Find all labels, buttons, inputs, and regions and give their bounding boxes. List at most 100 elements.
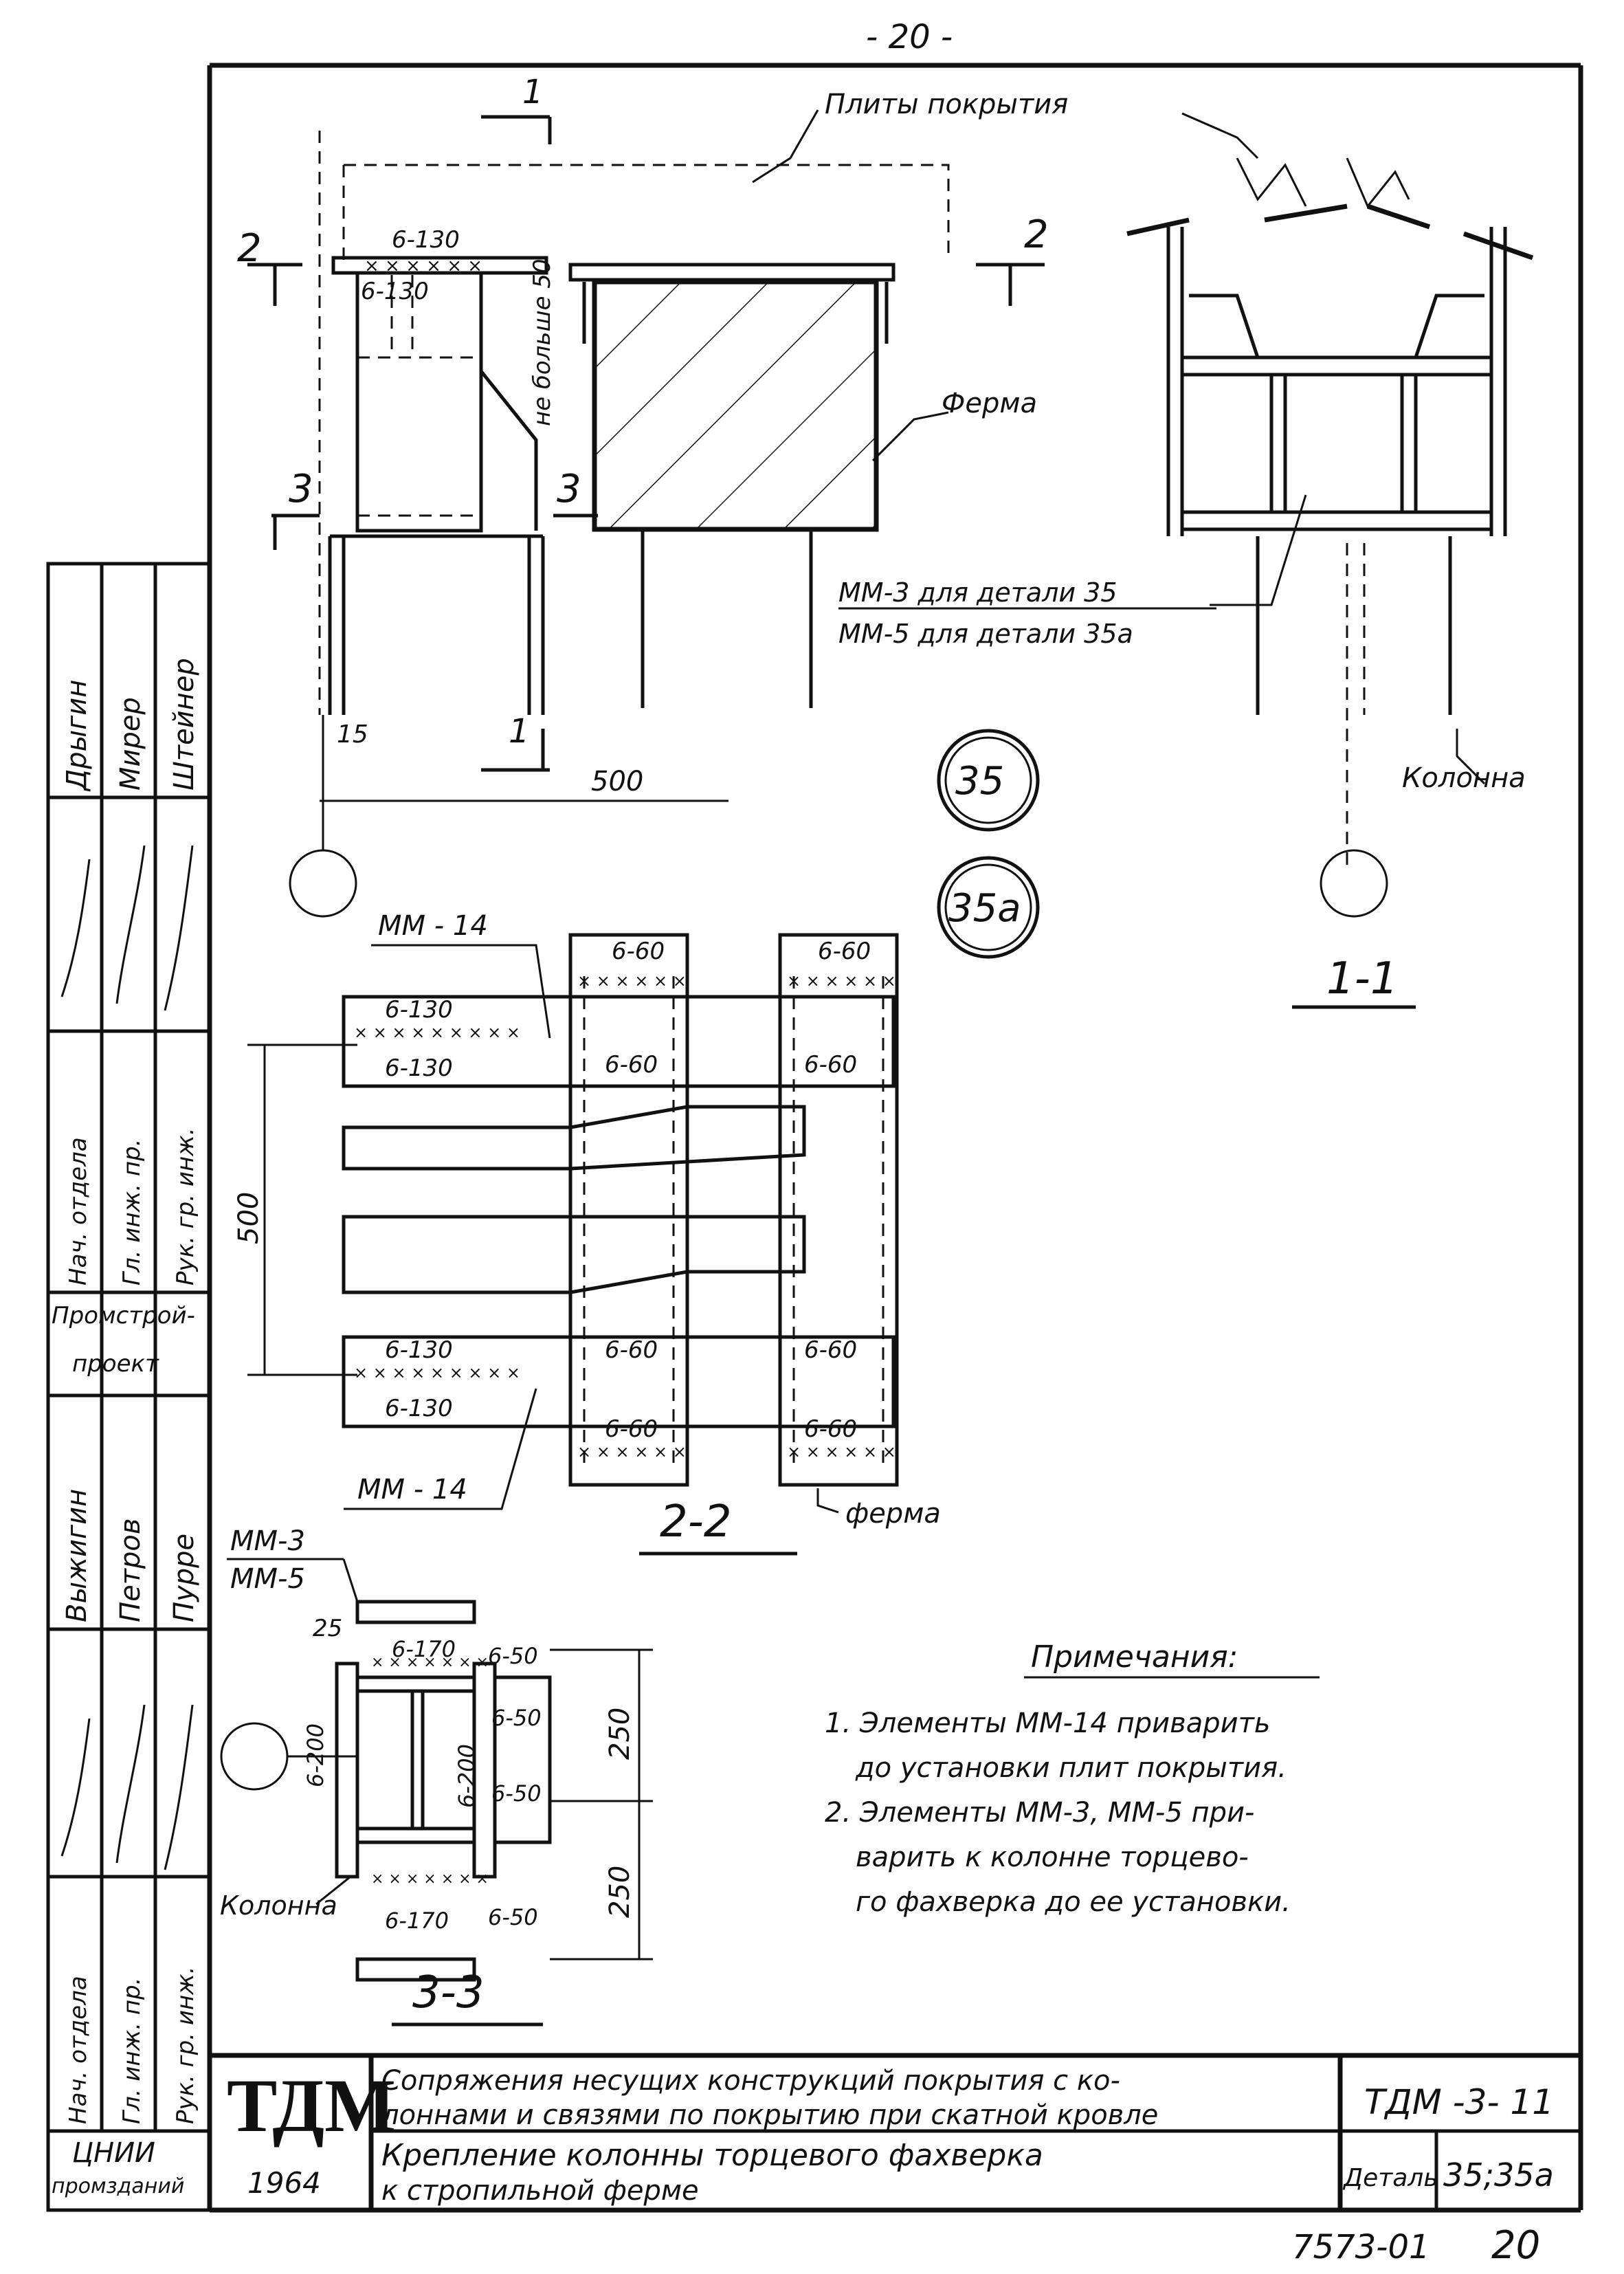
title1-line1: Сопряжения несущих конструкций покрытия … <box>381 2065 1120 2097</box>
sheet-number: 20 <box>1491 2223 1540 2268</box>
sheet-code: 7573-01 <box>1292 2228 1430 2266</box>
roof-slab-leader <box>752 109 819 184</box>
stamp-org-1: Промстрой- <box>52 1302 195 1329</box>
stamp-role-6: Рук. гр. инж. <box>172 1966 199 2124</box>
label-mm14-top: ММ - 14 <box>378 910 488 942</box>
weld-elev-1: 6-130 <box>392 226 460 254</box>
dim-250-a: 250 <box>604 1708 636 1760</box>
label-mm3-35: ММ-3 для детали 35 <box>838 577 1117 608</box>
weld-33-6: 6-50 <box>491 1780 542 1807</box>
dim-25: 25 <box>313 1615 342 1642</box>
stamp-name-4: Выжигин <box>61 1489 93 1622</box>
section-2-2: ММ - 14 6-60 6-60 6-130 6-130 6-60 6-60 … <box>233 910 941 1556</box>
weld-33-8: 6-50 <box>488 1904 538 1930</box>
title2-line2: к стропильной ферме <box>381 2175 699 2207</box>
notes-title: Примечания: <box>1031 1640 1238 1675</box>
weld-x-22d: × × × × × × × × × <box>354 1363 520 1382</box>
title-logo: ТДМ <box>227 2064 396 2148</box>
stamp-name-2: Мирер <box>115 697 146 791</box>
stamp-org-left: ЦНИИ <box>72 2137 155 2169</box>
weld-x-22a: × × × × × × <box>577 971 687 991</box>
weld-22-5: 6-60 <box>605 1051 658 1079</box>
stamp-org-2: проект <box>72 1350 159 1378</box>
label-mm14-bottom: ММ - 14 <box>357 1474 467 1505</box>
stamp-role-5: Гл. инж. пр. <box>118 1978 146 2124</box>
label-mm5-35a: ММ-5 для детали 35а <box>838 619 1133 649</box>
cut-2-right: 2 <box>1024 212 1049 257</box>
note-line-5: го фахверка до ее установки. <box>856 1886 1291 1918</box>
weld-22-11: 6-60 <box>605 1415 658 1443</box>
label-truss: Ферма <box>942 388 1037 419</box>
weld-22-8: 6-130 <box>385 1395 453 1422</box>
weld-22-1: 6-60 <box>612 938 665 965</box>
stamp-role-1: Нач. отдела <box>65 1137 92 1285</box>
weld-22-10: 6-60 <box>804 1336 857 1364</box>
signatures-bottom <box>60 1704 194 1870</box>
signatures-top <box>60 845 194 1011</box>
weld-x-33b: × × × × × × × <box>371 1870 489 1888</box>
note-line-3: 2. Элементы ММ-3, ММ-5 при- <box>825 1797 1254 1829</box>
title-block: ТДМ 1964 Сопряжения несущих конструкций … <box>210 2053 1581 2210</box>
cut-3-right: 3 <box>557 467 581 511</box>
title1-line2: лоннами и связями по покрытию при скатно… <box>381 2099 1158 2131</box>
cut-1-top: 1 <box>522 73 544 111</box>
cut-3-left: 3 <box>289 467 313 511</box>
detail-35a: 35а <box>948 886 1021 931</box>
weld-22-6: 6-60 <box>804 1051 857 1079</box>
weld-22-2: 6-60 <box>818 938 871 965</box>
weld-x-33a: × × × × × × × <box>371 1654 489 1671</box>
label-column-33: Колонна <box>220 1890 337 1921</box>
weld-22-3: 6-130 <box>385 996 453 1024</box>
section-3-3: ММ-3 ММ-5 25 6-170 6-50 6-200 6-200 6-50… <box>220 1525 653 2027</box>
title-detail-value: 35;35а <box>1443 2156 1554 2194</box>
label-no-more: не больше 50 <box>529 258 556 426</box>
weld-x-22e: × × × × × × <box>577 1442 687 1461</box>
weld-22-9: 6-60 <box>605 1336 658 1364</box>
stamp-role-2: Гл. инж. пр. <box>118 1139 146 1285</box>
stamp-name-6: Пурре <box>168 1534 200 1622</box>
label-truss-bottom: ферма <box>845 1498 941 1530</box>
dim-500-h: 500 <box>591 766 643 797</box>
stamp-name-5: Петров <box>115 1519 146 1622</box>
stamp-name-1: Дрыгин <box>61 680 93 792</box>
dim-250-b: 250 <box>604 1866 636 1918</box>
section-1-1-label: 1-1 <box>1326 953 1399 1004</box>
stamp-role-4: Нач. отдела <box>65 1976 92 2124</box>
cut-1-bottom: 1 <box>509 712 530 751</box>
label-roof-slabs: Плиты покрытия <box>825 89 1068 120</box>
title-detail-label: Деталь <box>1342 2164 1438 2192</box>
label-column: Колонна <box>1402 762 1526 794</box>
page-number-top: - 20 - <box>866 18 953 56</box>
weld-33-4: 6-200 <box>454 1744 480 1808</box>
weld-22-12: 6-60 <box>804 1415 857 1443</box>
truss-block <box>592 279 879 532</box>
dim-15: 15 <box>337 720 368 749</box>
title-code: ТДМ -3- 11 <box>1364 2082 1554 2122</box>
note-line-4: варить к колонне торцево- <box>856 1842 1249 1873</box>
note-line-2: до установки плит покрытия. <box>855 1752 1287 1784</box>
weld-33-5: 6-50 <box>491 1705 542 1731</box>
section-2-2-label: 2-2 <box>660 1497 732 1547</box>
detail-markers: 35 35а <box>937 729 1040 959</box>
weld-22-4: 6-130 <box>385 1055 453 1082</box>
weld-22-7: 6-130 <box>385 1336 453 1364</box>
roof-slab-leader-2 <box>1181 112 1259 159</box>
label-mm3: ММ-3 <box>230 1525 305 1557</box>
side-stamp: Дрыгин Мирер Штейнер Нач. отдела Гл. инж… <box>46 562 212 2212</box>
stamp-org-left-2: промзданий <box>52 2174 184 2198</box>
weld-x-22c: × × × × × × × × × <box>354 1023 520 1042</box>
elevation-view: 1 2 2 6-130 6-130 × × × × × × не больше … <box>237 73 1049 918</box>
weld-elev-2: 6-130 <box>361 278 429 305</box>
weld-x-row: × × × × × × <box>364 256 482 276</box>
note-line-1: 1. Элементы ММ-14 приварить <box>825 1708 1270 1739</box>
weld-33-1: 6-170 <box>392 1636 456 1662</box>
label-mm5: ММ-5 <box>230 1563 305 1595</box>
section-1-1: ММ-3 для детали 35 ММ-5 для детали 35а К… <box>838 157 1534 1009</box>
stamp-name-3: Штейнер <box>168 658 200 791</box>
title-year: 1964 <box>247 2166 321 2200</box>
weld-x-22b: × × × × × × <box>787 971 896 991</box>
dim-500-v: 500 <box>233 1192 265 1244</box>
weld-x-22f: × × × × × × <box>787 1442 896 1461</box>
notes-block: Примечания: 1. Элементы ММ-14 приварить … <box>825 1640 1320 1918</box>
